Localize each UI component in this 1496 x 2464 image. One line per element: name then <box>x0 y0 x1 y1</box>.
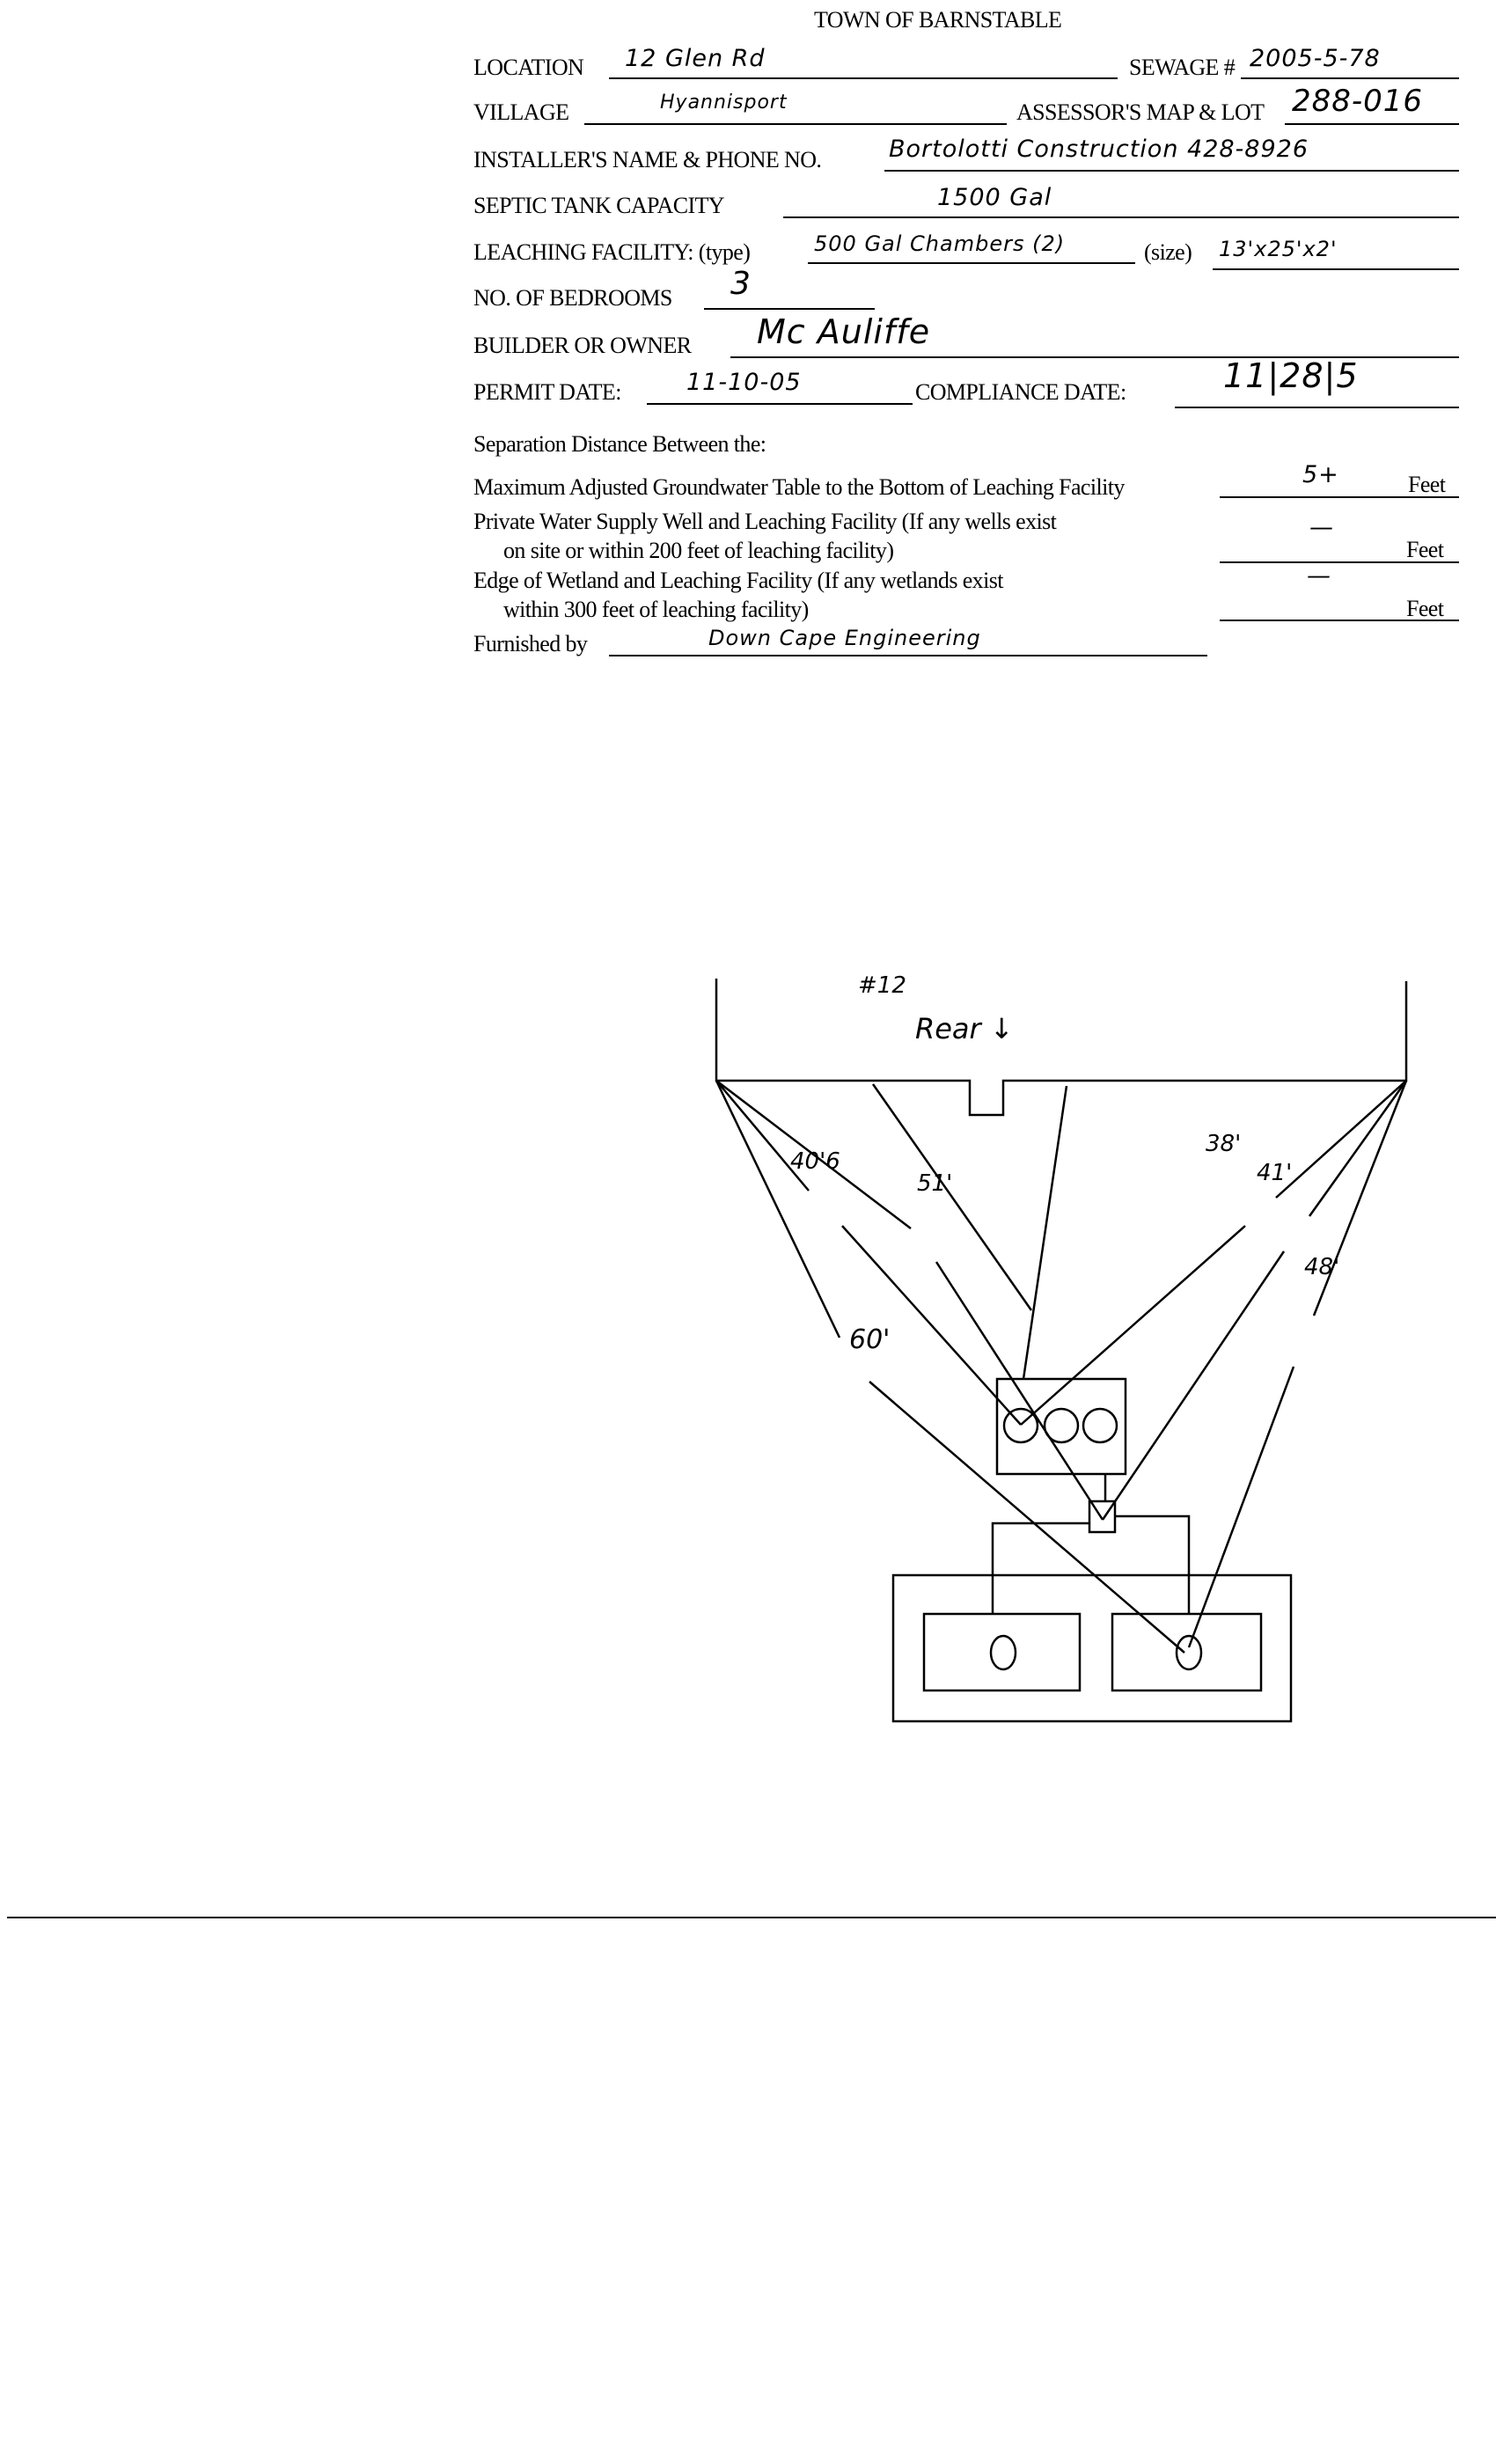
form-title: TOWN OF BARNSTABLE <box>814 7 1062 33</box>
permit-date-value[interactable]: 11-10-05 <box>686 369 802 396</box>
separation-row-2-unit: Feet <box>1406 537 1444 562</box>
furnished-value[interactable]: Down Cape Engineering <box>708 626 981 650</box>
map-lot-label: ASSESSOR'S MAP & LOT <box>1016 99 1265 125</box>
sewage-line <box>1241 77 1459 79</box>
bedrooms-value[interactable]: 3 <box>730 266 752 302</box>
separation-heading: Separation Distance Between the: <box>473 431 766 457</box>
separation-row-1-value[interactable]: 5+ <box>1302 461 1339 488</box>
leaching-type-label: LEACHING FACILITY: (type) <box>473 239 751 265</box>
owner-value[interactable]: Mc Auliffe <box>757 312 931 351</box>
leaching-type-value[interactable]: 500 Gal Chambers (2) <box>814 231 1066 256</box>
sewage-value[interactable]: 2005-5-78 <box>1250 45 1381 72</box>
owner-label: BUILDER OR OWNER <box>473 333 692 358</box>
leaching-size-label: (size) <box>1144 239 1192 265</box>
distribution-box <box>991 1474 1191 1614</box>
separation-row-2-text-2: on site or within 200 feet of leaching f… <box>503 538 894 563</box>
leaching-size-line <box>1213 268 1459 270</box>
map-lot-value[interactable]: 288-016 <box>1292 84 1424 119</box>
permit-date-label: PERMIT DATE: <box>473 379 621 405</box>
leaching-size-value[interactable]: 13'x25'x2' <box>1219 237 1338 261</box>
village-value[interactable]: Hyannisport <box>660 92 788 114</box>
compliance-date-line <box>1175 407 1459 408</box>
separation-row-2-line <box>1220 561 1459 563</box>
distance-label: 40'6 <box>790 1148 840 1175</box>
distance-label: 60' <box>849 1324 891 1355</box>
installer-label: INSTALLER'S NAME & PHONE NO. <box>473 147 822 172</box>
furnished-line <box>609 655 1207 656</box>
septic-line <box>783 216 1459 218</box>
location-line <box>609 77 1118 79</box>
location-value[interactable]: 12 Glen Rd <box>625 45 766 72</box>
distance-label: 38' <box>1206 1131 1242 1157</box>
separation-row-3-text: Edge of Wetland and Leaching Facility (I… <box>473 568 1003 593</box>
separation-row-3-value[interactable]: — <box>1307 562 1331 590</box>
septic-label: SEPTIC TANK CAPACITY <box>473 193 725 218</box>
distance-label: 51' <box>917 1170 953 1197</box>
distance-label: 41' <box>1257 1160 1293 1186</box>
septic-tank <box>995 1377 1127 1476</box>
leaching-type-line <box>808 262 1135 264</box>
sewage-label: SEWAGE # <box>1129 55 1236 80</box>
bedrooms-label: NO. OF BEDROOMS <box>473 285 672 311</box>
septic-value[interactable]: 1500 Gal <box>937 184 1052 211</box>
separation-row-2-text: Private Water Supply Well and Leaching F… <box>473 509 1057 534</box>
separation-row-3-text-2: within 300 feet of leaching facility) <box>503 597 809 622</box>
compliance-date-label: COMPLIANCE DATE: <box>915 379 1126 405</box>
separation-row-3-unit: Feet <box>1406 596 1444 621</box>
compliance-date-value[interactable]: 11|28|5 <box>1223 356 1359 395</box>
village-label: VILLAGE <box>473 99 569 125</box>
measure-lines <box>715 1080 1408 1654</box>
bedrooms-line <box>704 308 875 310</box>
village-line <box>584 123 1007 125</box>
installer-line <box>884 170 1459 172</box>
separation-row-1-unit: Feet <box>1408 472 1446 497</box>
rear-label: Rear ↓ <box>915 1012 1014 1045</box>
separation-row-1-text: Maximum Adjusted Groundwater Table to th… <box>473 474 1125 500</box>
distance-label: 48' <box>1304 1254 1340 1280</box>
separation-row-1-line <box>1220 496 1459 498</box>
house-outline <box>715 979 1408 1117</box>
furnished-label: Furnished by <box>473 631 588 656</box>
installer-value[interactable]: Bortolotti Construction 428-8926 <box>889 136 1309 163</box>
leaching-area <box>891 1573 1293 1723</box>
owner-line <box>730 356 1459 358</box>
location-label: LOCATION <box>473 55 584 80</box>
map-lot-line <box>1285 123 1459 125</box>
permit-date-line <box>647 403 913 405</box>
separation-row-2-value[interactable]: — <box>1309 514 1334 541</box>
separation-row-3-line <box>1220 620 1459 621</box>
house-number-label: #12 <box>858 972 906 999</box>
